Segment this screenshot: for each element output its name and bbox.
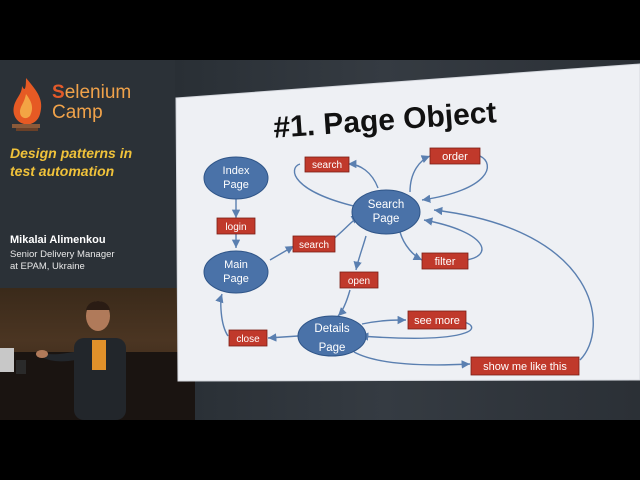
slide-title: #1. Page Object — [272, 96, 497, 145]
talk-title-line2: test automation — [10, 163, 115, 179]
arrow-order-back — [421, 155, 489, 203]
node-details-page: Details Page — [297, 315, 367, 357]
action-search-mid-label: search — [299, 240, 329, 251]
action-show-me-like-this-label: show me like this — [483, 361, 567, 373]
action-login: login — [216, 217, 256, 235]
event-overlay-panel: Selenium Camp Design patterns in test au… — [0, 60, 175, 288]
action-order-label: order — [442, 151, 468, 163]
arrow-close-main — [215, 293, 229, 337]
node-details-page-label-1: Details — [314, 323, 349, 335]
action-filter: filter — [421, 252, 469, 270]
speaker-photo — [0, 301, 126, 420]
action-close-label: close — [236, 334, 260, 345]
arrow-details-seemore — [361, 315, 407, 325]
arrow-searchpage-filter — [399, 231, 423, 261]
arrow-searchpage-searchtop — [347, 159, 379, 189]
arrow-main-search — [269, 245, 295, 261]
node-index-page-label-1: Index — [223, 165, 250, 177]
action-see-more-label: see more — [414, 315, 460, 327]
action-order: order — [429, 147, 481, 165]
arrow-filter-back — [423, 217, 483, 261]
node-details-page-label-2: Page — [319, 342, 346, 354]
arrow-seemore-back — [359, 321, 473, 341]
action-close: close — [228, 329, 268, 347]
arrow-details-showme — [353, 351, 471, 369]
action-login-label: login — [225, 222, 246, 233]
arrow-showme-searchpage — [433, 206, 594, 361]
page-object-diagram: #1. Page Object — [203, 96, 594, 376]
node-main-page-label-1: Main — [224, 259, 248, 271]
arrow-searchtop-loop — [293, 163, 363, 211]
speaker-name: Mikalai Alimenkou — [10, 234, 106, 246]
action-search-mid: search — [292, 235, 336, 253]
arrow-searchpage-order — [409, 155, 431, 193]
action-open-label: open — [348, 276, 370, 287]
arrow-open-details — [337, 289, 351, 317]
action-show-me-like-this: show me like this — [470, 356, 580, 376]
talk-title-line1: Design patterns in — [10, 145, 133, 161]
node-search-page-label-2: Page — [373, 213, 400, 225]
node-index-page-label-2: Page — [223, 179, 249, 191]
slide-content: #1. Page Object — [0, 60, 640, 420]
action-search-top-label: search — [312, 160, 342, 171]
node-main-page: Main Page — [203, 250, 269, 294]
speaker-role-line1: Senior Delivery Manager — [10, 249, 115, 260]
talk-title: Design patterns in test automation — [10, 144, 170, 180]
logo-text-selenium: Selenium — [52, 82, 132, 103]
node-main-page-label-2: Page — [223, 273, 249, 285]
node-search-page: Search Page — [351, 189, 421, 235]
video-frame: Selenium Camp Design patterns in test au… — [0, 60, 640, 420]
action-open: open — [339, 271, 379, 289]
action-see-more: see more — [407, 310, 467, 330]
action-search-top: search — [304, 156, 350, 173]
node-index-page: Index Page — [203, 156, 269, 200]
arrow-details-close — [267, 333, 299, 342]
diagram-arrows — [215, 155, 594, 369]
action-filter-label: filter — [435, 256, 456, 268]
speaker-role-line2: at EPAM, Ukraine — [10, 261, 85, 272]
arrow-searchpage-open — [353, 235, 367, 271]
node-search-page-label-1: Search — [368, 199, 404, 211]
flame-logo-icon — [12, 78, 42, 131]
logo-text-camp: Camp — [52, 102, 103, 123]
